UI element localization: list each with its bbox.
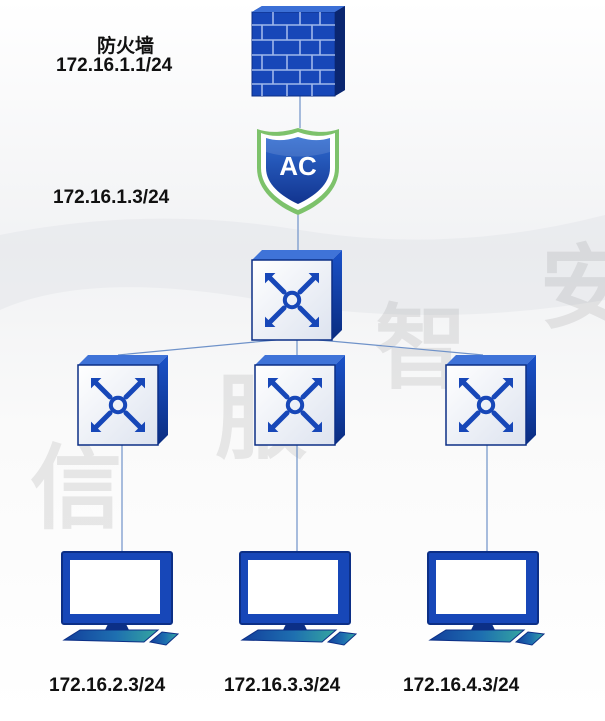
host-ip-label: 172.16.4.3/24 — [403, 675, 520, 696]
computer-icon — [427, 551, 546, 646]
firewall-icon — [251, 6, 345, 97]
firewall-name-label: 防火墙 — [97, 36, 155, 57]
computer-icon — [61, 551, 180, 646]
access-switch-icon — [254, 355, 345, 446]
computer-icon — [239, 551, 358, 646]
link-core-switch3 — [296, 337, 484, 356]
watermark-char: 安 — [540, 235, 605, 342]
firewall-ip-label: 172.16.1.1/24 — [56, 55, 173, 76]
ac-badge-label: AC — [279, 151, 317, 181]
link-core-switch1 — [117, 337, 298, 356]
host-ip-label: 172.16.2.3/24 — [49, 675, 166, 696]
core-switch-icon — [251, 250, 342, 341]
ac-ip-label: 172.16.1.3/24 — [53, 187, 170, 208]
host-ip-label: 172.16.3.3/24 — [224, 675, 341, 696]
access-switch-icon — [445, 355, 536, 446]
access-switch-icon — [77, 355, 168, 446]
shield-icon — [257, 128, 339, 215]
watermark-char: 信 — [30, 435, 122, 542]
